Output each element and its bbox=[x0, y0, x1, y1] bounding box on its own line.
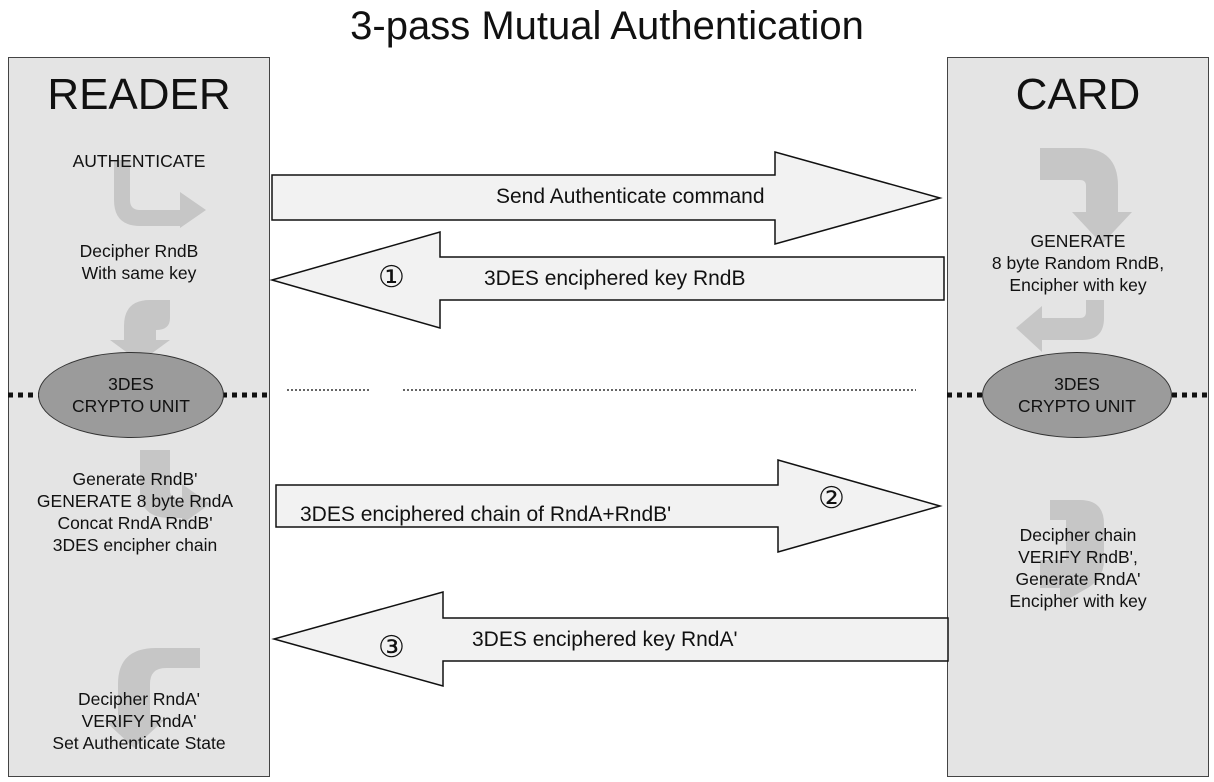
reader-crypto-unit: 3DES CRYPTO UNIT bbox=[38, 352, 224, 438]
reader-flow-arrow-3 bbox=[140, 450, 210, 524]
card-flow-arrow-2 bbox=[1016, 300, 1104, 352]
card-flow-arrow-1 bbox=[1040, 148, 1132, 244]
message-chain: 3DES enciphered chain of RndA+RndB' bbox=[300, 503, 672, 526]
card-heading: CARD bbox=[1015, 70, 1141, 119]
reader-flow-arrow-1 bbox=[114, 160, 206, 228]
reader-final-label: Decipher RndA' VERIFY RndA' Set Authenti… bbox=[52, 689, 226, 753]
step-3-marker: ③ bbox=[378, 631, 405, 664]
card-crypto-unit: 3DES CRYPTO UNIT bbox=[982, 352, 1172, 438]
card-generate-label: GENERATE 8 byte Random RndB, Encipher wi… bbox=[991, 231, 1165, 295]
arrow-rnda-prime bbox=[271, 591, 949, 687]
reader-heading: READER bbox=[47, 70, 231, 119]
step-1-marker: ① bbox=[378, 261, 405, 294]
arrow-rndb bbox=[269, 231, 945, 329]
message-send-authenticate: Send Authenticate command bbox=[496, 185, 765, 208]
arrow-chain bbox=[275, 459, 943, 553]
reader-decipher-rndb-label: Decipher RndB With same key bbox=[79, 241, 199, 283]
reader-generate-label: Generate RndB' GENERATE 8 byte RndA Conc… bbox=[36, 469, 234, 555]
card-flow-arrow-3 bbox=[1040, 500, 1104, 604]
step-2-marker: ② bbox=[818, 482, 845, 515]
message-rnda-prime: 3DES enciphered key RndA' bbox=[472, 628, 738, 651]
message-rndb: 3DES enciphered key RndB bbox=[484, 267, 746, 290]
reader-authenticate-label: AUTHENTICATE bbox=[72, 151, 206, 171]
card-verify-label: Decipher chain VERIFY RndB', Generate Rn… bbox=[1009, 525, 1147, 611]
diagram-title: 3-pass Mutual Authentication bbox=[350, 4, 864, 48]
reader-flow-arrow-2 bbox=[110, 300, 170, 362]
reader-flow-arrow-4 bbox=[104, 648, 200, 748]
arrow-send-authenticate bbox=[271, 151, 943, 245]
